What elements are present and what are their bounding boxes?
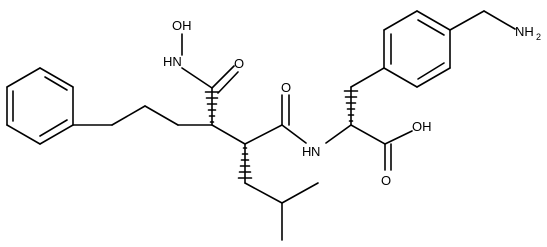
hash-wedge-c2 — [204, 91, 220, 123]
phenyl-ring — [6, 67, 74, 145]
aryl-ring — [383, 10, 451, 88]
hydroxamate-o-label: O — [234, 56, 244, 71]
amide-o-label: O — [281, 80, 291, 95]
hash-wedge-alpha — [343, 90, 359, 122]
hydroxyl-label: OH — [172, 18, 192, 33]
hash-wedge-c3 — [237, 147, 253, 179]
amide-h-label: H — [302, 144, 311, 159]
acid-oh-label: OH — [412, 119, 432, 134]
amide-n-label: N — [311, 144, 320, 159]
amine-label: NH — [515, 24, 534, 39]
stereo-hash-wedges — [204, 90, 359, 179]
acid-o-label: O — [381, 173, 391, 188]
atom-labels: OH HN O O N H OH O NH 2 — [163, 18, 541, 188]
hydroxamate-n-label: HN — [163, 54, 182, 69]
bond-skeleton — [6, 10, 516, 241]
amine-subscript: 2 — [536, 32, 541, 42]
